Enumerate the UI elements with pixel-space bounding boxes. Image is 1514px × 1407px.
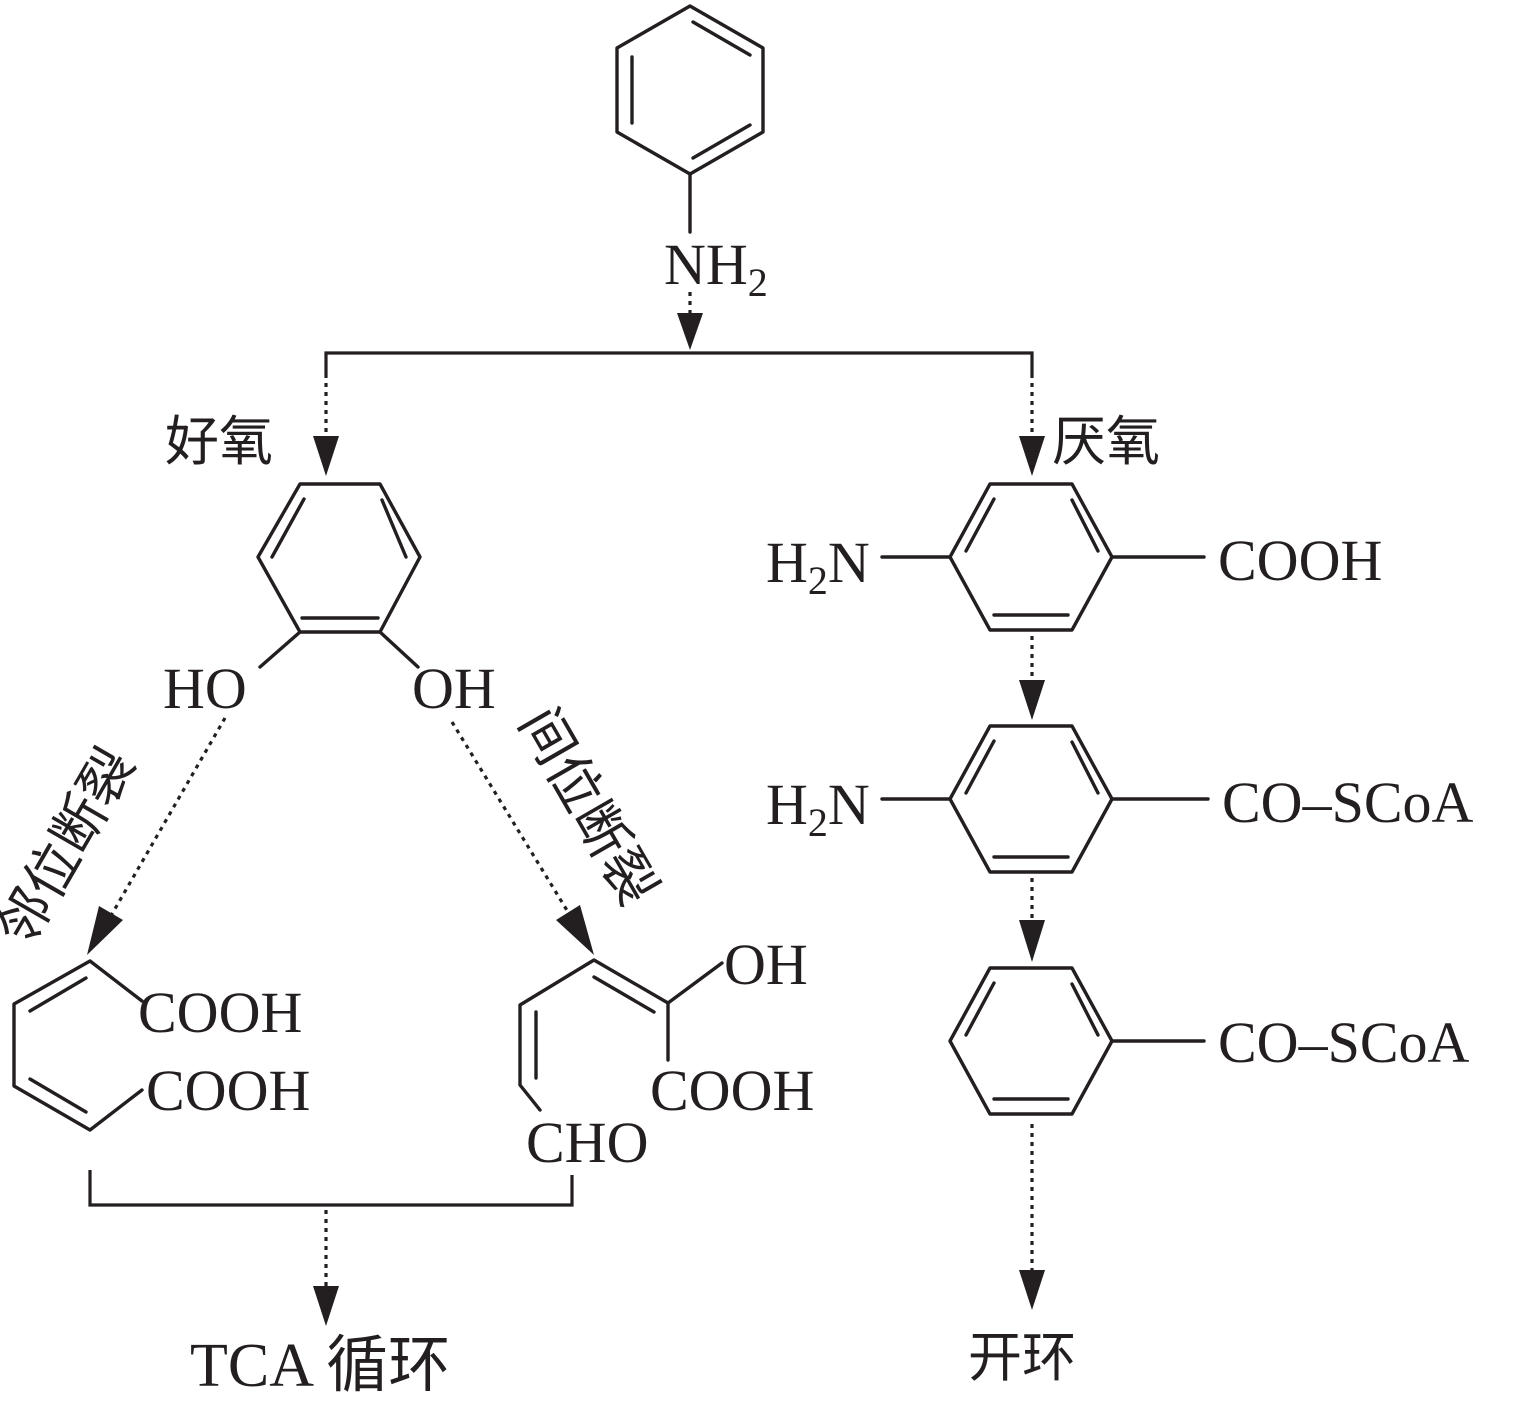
catechol-molecule: HO OH <box>163 482 496 721</box>
aniline-double-bond-1 <box>691 20 752 57</box>
tca-merge-bracket <box>88 1170 574 1207</box>
ortho-cleavage-label: 邻位断裂 <box>0 738 147 957</box>
arrow-meta-cleavage <box>450 721 570 913</box>
benzoyl-coa-double-bond-1 <box>964 981 996 1037</box>
arrowhead-to-tca <box>313 1286 339 1326</box>
aminobenzoic-cooh: COOH <box>1218 528 1382 593</box>
arrowhead-meta-cleavage <box>556 905 594 955</box>
tca-cycle-label: TCA 循环 <box>190 1332 450 1400</box>
aniline-double-bond-2 <box>691 123 752 160</box>
aminobenzoyl-coa-double-bond-2 <box>1070 740 1100 795</box>
semialdehyde-chain <box>518 958 724 1112</box>
arrowhead-aniline-to-split <box>677 313 703 350</box>
arrowhead-split-to-anaerobic <box>1019 436 1045 476</box>
catechol-c-oh-right <box>378 630 420 669</box>
aminobenzoic-double-bond-1 <box>964 497 996 553</box>
benzoyl-coa-group: CO–SCoA <box>1218 1010 1470 1075</box>
aminobenzoyl-coa-h2n: H2N <box>766 772 870 845</box>
catechol-double-bond-2 <box>380 498 408 559</box>
benzoyl-coa-ring <box>948 966 1114 1116</box>
aminobenzoic-ring <box>948 482 1114 632</box>
catechol-ring <box>256 482 422 634</box>
catechol-double-bond-1 <box>270 497 306 559</box>
arrowhead-ortho-cleavage <box>87 906 123 955</box>
muconic-cooh-lower: COOH <box>146 1058 310 1123</box>
muconic-double-bond-1 <box>28 976 88 1013</box>
catechol-left-oh: HO <box>163 656 247 721</box>
arrow-ortho-cleavage <box>110 717 227 915</box>
arrowhead-split-to-aerobic <box>313 436 339 476</box>
hydroxymuconic-semialdehyde-molecule: OH COOH CHO <box>518 932 814 1175</box>
meta-cleavage-label: 间位断裂 <box>507 697 670 916</box>
aminobenzoic-h2n: H2N <box>766 530 870 603</box>
semialdehyde-oh: OH <box>724 932 808 997</box>
catechol-c-oh-left <box>258 630 302 669</box>
benzoyl-coa-double-bond-2 <box>1070 982 1100 1037</box>
ring-opening-label: 开环 <box>968 1326 1076 1389</box>
aniline-molecule: NH2 <box>615 4 768 305</box>
muconic-acid-molecule: COOH COOH <box>12 959 310 1132</box>
aminobenzoyl-coa-double-bond-1 <box>964 739 996 795</box>
semialdehyde-double-bond-2 <box>592 975 656 1014</box>
muconic-acid-chain <box>12 959 144 1132</box>
aminobenzoic-double-bond-2 <box>1070 498 1100 553</box>
arrowhead-to-ring-opening <box>1019 1270 1045 1310</box>
muconic-cooh-upper: COOH <box>138 980 302 1045</box>
aniline-nh2-label: NH2 <box>664 232 768 305</box>
branch-split-bar <box>324 351 1034 374</box>
semialdehyde-cho: CHO <box>526 1110 648 1175</box>
anaerobic-label: 厌氧 <box>1052 410 1160 473</box>
aminobenzoyl-coa-group: CO–SCoA <box>1222 770 1474 835</box>
aminobenzoyl-coa-molecule: H2N CO–SCoA <box>766 724 1474 874</box>
aminobenzoic-acid-molecule: H2N COOH <box>766 482 1382 632</box>
semialdehyde-cooh: COOH <box>650 1058 814 1123</box>
aerobic-label: 好氧 <box>165 410 273 473</box>
arrowhead-anaerobic-step-1 <box>1019 680 1045 720</box>
benzoyl-coa-molecule: CO–SCoA <box>948 966 1470 1116</box>
aniline-ring <box>615 4 765 176</box>
arrowhead-anaerobic-step-2 <box>1019 920 1045 962</box>
catechol-right-oh: OH <box>412 656 496 721</box>
aminobenzoyl-coa-ring <box>948 724 1114 874</box>
muconic-double-bond-2 <box>28 1077 88 1114</box>
